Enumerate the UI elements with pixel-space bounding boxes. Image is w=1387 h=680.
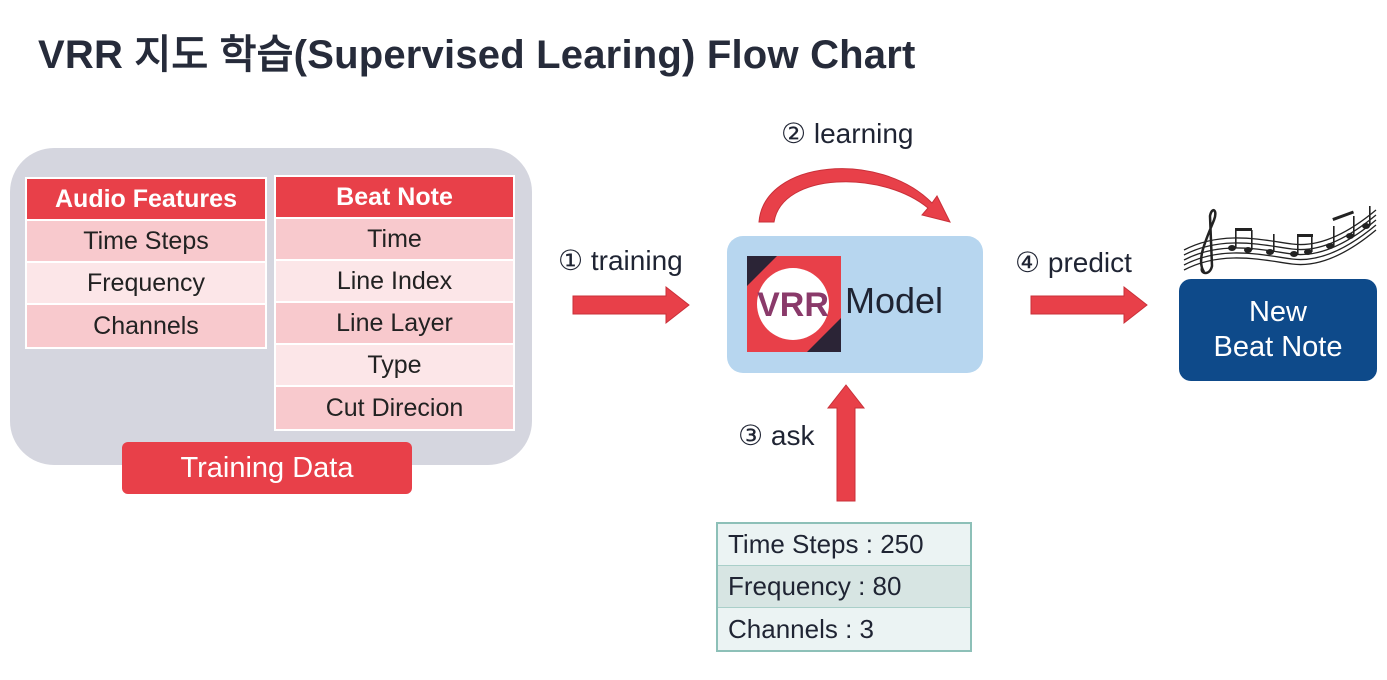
table-row: Cut Direcion xyxy=(276,387,513,429)
result-line-1: New xyxy=(1248,296,1307,328)
table-row: Type xyxy=(276,345,513,387)
arrow-right-icon xyxy=(1030,285,1148,325)
step-training-label: ① training xyxy=(558,245,683,276)
curved-arrow-icon xyxy=(758,168,951,223)
result-line-2: Beat Note xyxy=(1213,331,1343,363)
step-learning-label: ② learning xyxy=(781,118,914,149)
step-ask-label: ③ ask xyxy=(738,420,815,451)
step-predict-label: ④ predict xyxy=(1015,247,1132,278)
beat-note-header: Beat Note xyxy=(276,177,513,219)
arrow-up-icon xyxy=(826,384,866,502)
table-row: Line Index xyxy=(276,261,513,303)
ask-input-table: Time Steps : 250 Frequency : 80 Channels… xyxy=(716,522,972,652)
logo-text: VRR xyxy=(757,286,829,324)
model-label: Model xyxy=(845,280,944,321)
audio-features-table: Audio Features Time Steps Frequency Chan… xyxy=(25,177,267,349)
beat-note-table: Beat Note Time Line Index Line Layer Typ… xyxy=(274,175,515,431)
table-row: Frequency : 80 xyxy=(718,566,970,608)
vrr-logo-icon: VRR xyxy=(747,256,841,352)
model-box: VRR Model xyxy=(727,236,983,373)
table-row: Line Layer xyxy=(276,303,513,345)
music-notes-icon xyxy=(1183,206,1377,275)
table-row: Channels xyxy=(27,305,265,347)
training-data-label: Training Data xyxy=(122,442,412,494)
table-row: Channels : 3 xyxy=(718,608,970,650)
page-title: VRR 지도 학습(Supervised Learing) Flow Chart xyxy=(38,33,916,77)
table-row: Frequency xyxy=(27,263,265,305)
table-row: Time xyxy=(276,219,513,261)
table-row: Time Steps xyxy=(27,221,265,263)
arrow-right-icon xyxy=(572,285,690,325)
new-beat-note-box: New Beat Note xyxy=(1179,279,1377,381)
audio-features-header: Audio Features xyxy=(27,179,265,221)
table-row: Time Steps : 250 xyxy=(718,524,970,566)
